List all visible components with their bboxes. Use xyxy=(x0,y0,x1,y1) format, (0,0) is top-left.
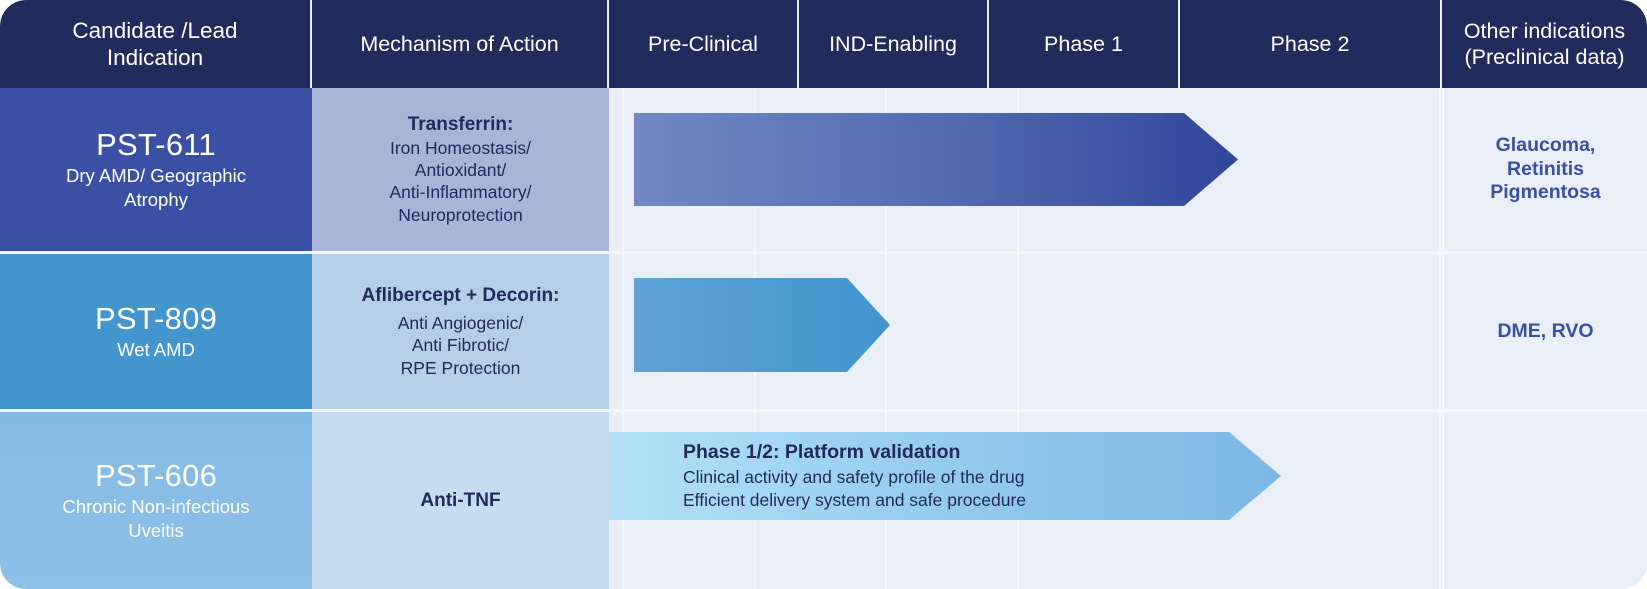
moa-line: RPE Protection xyxy=(400,357,521,378)
moa-title: Transferrin: xyxy=(407,113,514,135)
stage-divider xyxy=(622,254,624,409)
moa-line: Neuroprotection xyxy=(398,204,523,225)
moa-line: Iron Homeostasis/ xyxy=(389,137,532,158)
candidate-cell-pst-606: PST-606 Chronic Non-infectious Uveitis xyxy=(0,412,312,589)
moa-line: Antioxidant/ xyxy=(414,159,507,180)
progress-arrow-pst-809 xyxy=(634,278,890,372)
other-indications-cell-pst-611: Glaucoma, Retinitis Pigmentosa xyxy=(1442,88,1647,251)
stage-divider xyxy=(1017,254,1019,409)
pipeline-body: PST-611 Dry AMD/ Geographic Atrophy Tran… xyxy=(0,88,1647,589)
header-phase-2: Phase 2 xyxy=(1180,0,1442,88)
candidate-indication-line: Chronic Non-infectious xyxy=(62,495,250,517)
other-indication-line: Pigmentosa xyxy=(1490,181,1601,204)
progress-arrow-title: Phase 1/2: Platform validation xyxy=(683,440,961,463)
table-row: PST-611 Dry AMD/ Geographic Atrophy Tran… xyxy=(0,88,1647,251)
progress-arrow-pst-611 xyxy=(634,113,1238,206)
table-header-row: Candidate /Lead Indication Mechanism of … xyxy=(0,0,1647,88)
progress-arrow-subline: Efficient delivery system and safe proce… xyxy=(683,490,1027,511)
table-row: PST-606 Chronic Non-infectious Uveitis A… xyxy=(0,412,1647,589)
header-line: Other indications xyxy=(1463,18,1626,43)
candidate-name: PST-809 xyxy=(94,301,218,337)
progress-arrow-pst-606: Phase 1/2: Platform validation Clinical … xyxy=(609,432,1281,520)
candidate-indication-line: Dry AMD/ Geographic xyxy=(66,164,246,186)
candidate-indication-line: Wet AMD xyxy=(117,338,195,360)
stage-divider xyxy=(885,254,887,409)
moa-line: Anti-Inflammatory/ xyxy=(389,182,532,203)
candidate-name: PST-606 xyxy=(94,457,218,493)
other-indication-line: DME, RVO xyxy=(1497,319,1594,342)
header-line: Indication xyxy=(106,45,204,70)
candidate-name: PST-611 xyxy=(96,126,216,162)
moa-cell-pst-809: Aflibercept + Decorin: Anti Angiogenic/ … xyxy=(312,254,609,409)
other-indications-cell-pst-809: DME, RVO xyxy=(1442,254,1647,409)
stage-area-pst-606: Phase 1/2: Platform validation Clinical … xyxy=(609,412,1647,589)
header-ind-enabling: IND-Enabling xyxy=(799,0,989,88)
stage-divider xyxy=(1439,254,1441,409)
candidate-cell-pst-611: PST-611 Dry AMD/ Geographic Atrophy xyxy=(0,88,312,251)
progress-arrow-label-group: Phase 1/2: Platform validation Clinical … xyxy=(683,439,1026,513)
other-indications-cell-pst-606 xyxy=(1442,412,1647,589)
stage-area-pst-611: Glaucoma, Retinitis Pigmentosa xyxy=(609,88,1647,251)
stage-divider xyxy=(622,88,624,251)
header-line: Candidate /Lead xyxy=(72,17,238,43)
stage-area-pst-809: DME, RVO xyxy=(609,254,1647,409)
stage-divider xyxy=(1439,88,1441,251)
header-pre-clinical: Pre-Clinical xyxy=(609,0,799,88)
stage-divider xyxy=(1439,412,1441,589)
other-indication-line: Retinitis xyxy=(1507,157,1584,180)
other-indication-line: Glaucoma, xyxy=(1495,133,1596,156)
row-divider xyxy=(0,251,1647,254)
candidate-indication-line: Uveitis xyxy=(128,519,184,541)
candidate-cell-pst-809: PST-809 Wet AMD xyxy=(0,254,312,409)
moa-title: Anti-TNF xyxy=(420,489,501,511)
header-phase-1: Phase 1 xyxy=(989,0,1180,88)
progress-arrow-subline: Clinical activity and safety profile of … xyxy=(683,466,1025,487)
moa-line: Anti Fibrotic/ xyxy=(411,335,510,356)
row-divider xyxy=(0,409,1647,412)
header-mechanism-of-action: Mechanism of Action xyxy=(312,0,609,88)
candidate-indication-line: Atrophy xyxy=(124,188,188,210)
table-row: PST-809 Wet AMD Aflibercept + Decorin: A… xyxy=(0,254,1647,409)
header-candidate-lead-indication: Candidate /Lead Indication xyxy=(0,0,312,88)
moa-title: Aflibercept + Decorin: xyxy=(361,285,560,307)
header-other-indications: Other indications (Preclinical data) xyxy=(1442,0,1647,88)
moa-cell-pst-611: Transferrin: Iron Homeostasis/ Antioxida… xyxy=(312,88,609,251)
moa-cell-pst-606: Anti-TNF xyxy=(312,412,609,589)
moa-line: Anti Angiogenic/ xyxy=(397,312,524,333)
header-line: (Preclinical data) xyxy=(1464,45,1625,69)
